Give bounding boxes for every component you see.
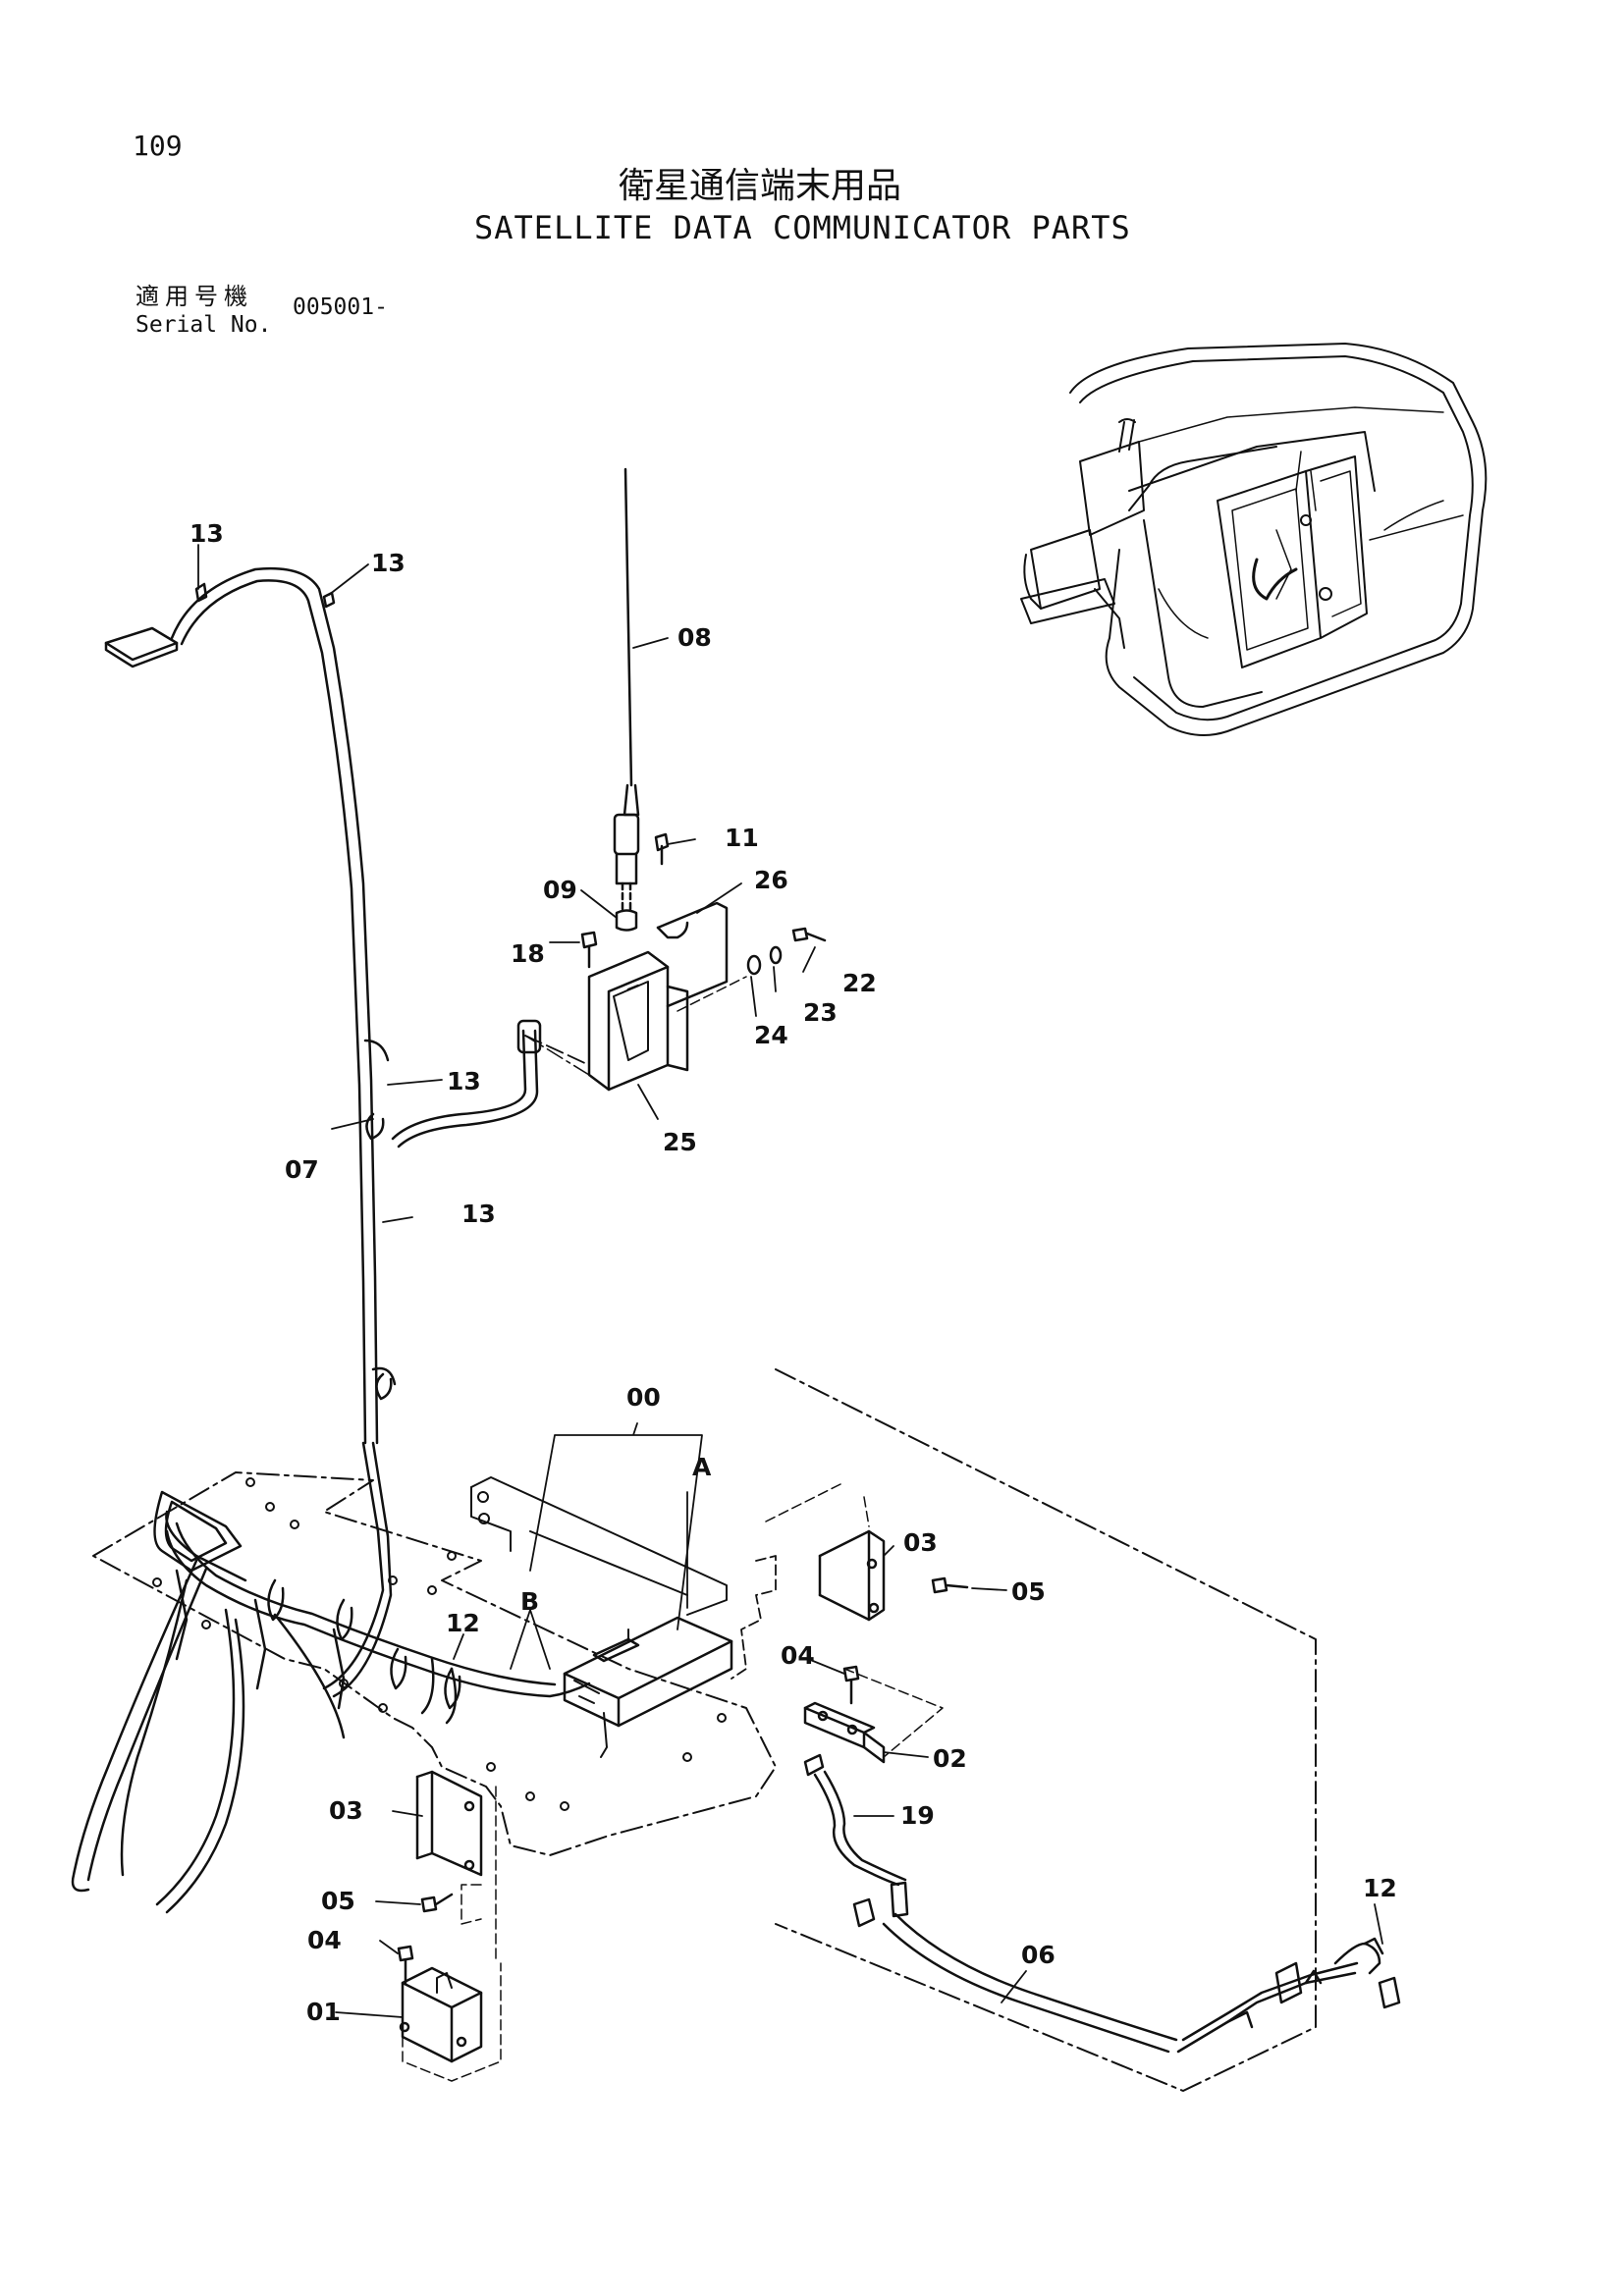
callout-08: 08 [677,623,712,652]
callout-09: 09 [543,876,577,904]
callout-12-a: 12 [446,1609,480,1637]
bracket-03-lower [415,1770,497,1964]
callout-26: 26 [754,866,788,894]
bracket-01 [399,1962,502,2082]
serial-label-english: Serial No. [135,312,272,338]
callout-labels: 13 13 08 11 09 26 18 22 23 24 13 25 07 1… [189,519,1397,2026]
callout-24: 24 [754,1021,788,1049]
antenna-feed-cable [391,1019,542,1148]
callout-06: 06 [1021,1941,1056,1969]
antenna [613,467,640,932]
excavator-locator-illustration [1020,343,1488,736]
gps-antenna-cable [104,567,397,1445]
callout-13-d: 13 [461,1200,496,1228]
serial-label-japanese: 適用号機 [135,283,253,310]
serial-number-range: 005001- [293,294,388,320]
callout-13-b: 13 [371,549,406,577]
callout-12-b: 12 [1363,1874,1397,1902]
satellite-harness-06 [803,1753,1384,2054]
relay-connector-12 [1378,1976,1401,2009]
floor-plate-outline [92,1368,1317,2092]
callout-11: 11 [725,824,759,852]
callout-03-a: 03 [903,1528,938,1557]
cable-ties [267,1112,461,1710]
bolts-and-washers [580,832,827,976]
callout-13-a: 13 [189,519,224,548]
main-harness [71,1441,591,1914]
callout-05-b: 05 [321,1887,355,1915]
callout-22: 22 [842,969,877,997]
callout-B: B [520,1587,539,1616]
title-english: SATELLITE DATA COMMUNICATOR PARTS [474,209,1131,246]
callout-05-a: 05 [1011,1577,1046,1606]
leader-lines [197,544,1383,2018]
callout-00: 00 [626,1383,661,1412]
title-japanese: 衛星通信端末用品 [619,166,902,206]
satellite-communicator-unit [563,1616,733,1758]
callout-02: 02 [933,1744,967,1773]
callout-01: 01 [306,1998,341,2026]
bracket-02 [803,1668,944,1764]
callout-23: 23 [803,998,838,1027]
antenna-bracket [524,901,747,1092]
controller-bracket [470,1476,728,1616]
callout-04-a: 04 [781,1641,815,1670]
callout-25: 25 [663,1128,697,1156]
callout-03-b: 03 [329,1796,363,1825]
bolts-04-05 [397,1576,969,1985]
callout-07: 07 [285,1155,319,1184]
bracket-03-upper [731,1481,886,1680]
callout-18: 18 [511,939,545,968]
callout-A: A [692,1453,712,1481]
callout-13-c: 13 [447,1067,481,1095]
page-number: 109 [133,130,183,162]
callout-19: 19 [900,1801,935,1830]
callout-04-b: 04 [307,1926,342,1954]
